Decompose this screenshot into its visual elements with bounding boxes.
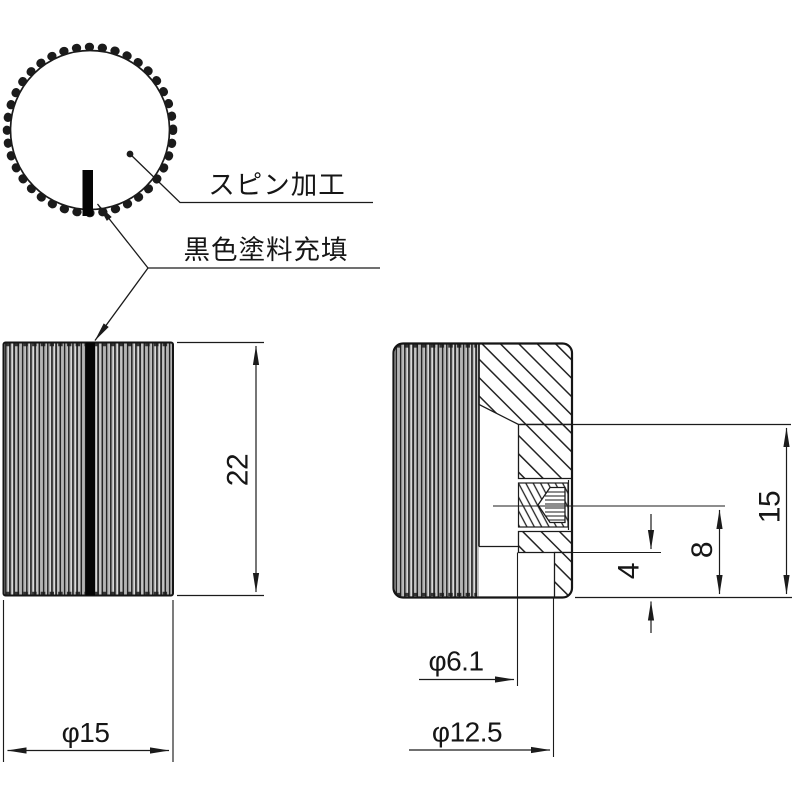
dim-overall-height: 22 <box>222 454 255 486</box>
hatch-counterbore-wall <box>553 551 572 598</box>
dim-bore-depth: 15 <box>754 491 787 523</box>
hatch-wall-above-screw <box>517 423 572 480</box>
dim-bore-diameter: φ6.1 <box>428 646 483 677</box>
dim-setscrew-height: 8 <box>686 542 719 558</box>
section-outline <box>392 342 574 599</box>
front-view-dimensions: 22 φ15 <box>2 341 264 762</box>
dim-outer-diameter: φ15 <box>62 717 110 748</box>
black-paint-leader-to-groove <box>94 267 149 341</box>
dim-counterbore-depth: 4 <box>613 563 646 579</box>
spin-finish-leader-line <box>129 153 373 204</box>
front-view <box>2 341 174 597</box>
callouts: スピン加工 黒色塗料充填 <box>94 150 380 341</box>
black-paint-fill-label: 黒色塗料充填 <box>184 235 349 265</box>
section-view-dimensions: 15 8 4 φ6.1 φ12.5 <box>409 423 792 757</box>
section-view <box>392 342 574 599</box>
hex-socket-flats <box>545 491 565 521</box>
top-view <box>2 42 178 218</box>
setscrew <box>517 477 570 533</box>
spin-finish-label: スピン加工 <box>208 170 346 200</box>
setscrew-thread-lines <box>518 477 569 533</box>
hatch-wall-below-screw <box>517 530 572 554</box>
dim-counterbore-diameter: φ12.5 <box>432 717 502 748</box>
black-paint-leader-to-mark <box>96 203 149 269</box>
paint-filled-groove <box>85 342 95 596</box>
indicator-mark-filled <box>82 170 93 216</box>
section-knurled-half <box>393 343 479 598</box>
